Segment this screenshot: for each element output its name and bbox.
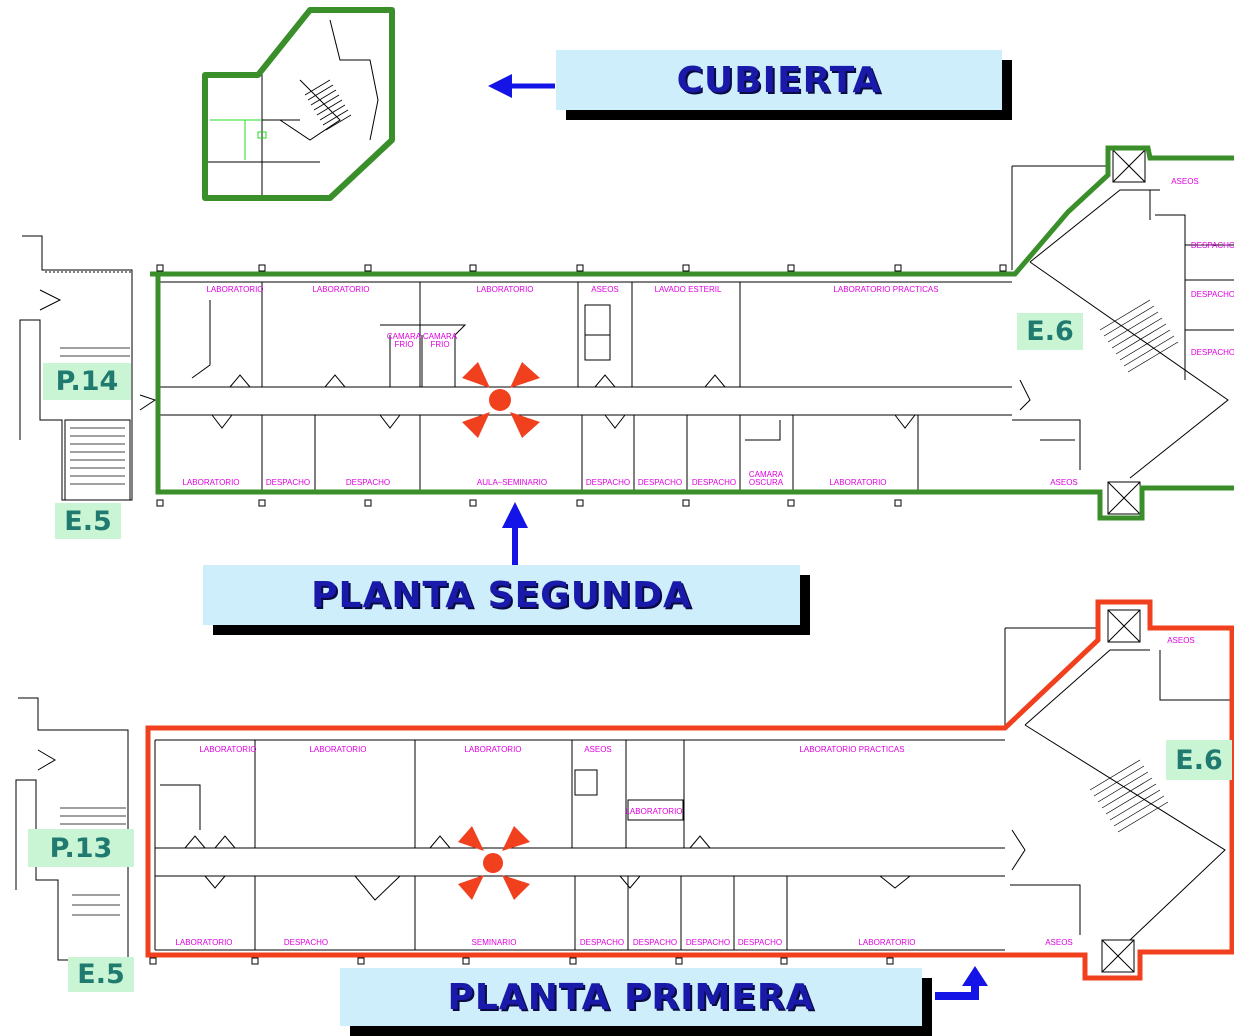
room-label: AULA–SEMINARIO	[477, 478, 547, 487]
tag-e6-bottom: E.6	[1166, 740, 1232, 780]
room-label: ASEOS	[1167, 636, 1195, 645]
first-floor-outline	[145, 599, 1234, 981]
room-label: LABORATORIO	[206, 285, 263, 294]
roof-outline	[202, 7, 395, 201]
location-marker-first-floor	[458, 826, 530, 900]
room-label: ASEOS	[1045, 938, 1073, 947]
room-label: DESPACHO	[586, 478, 630, 487]
room-label: SEMINARIO	[472, 938, 517, 947]
second-floor-room-labels: LABORATORIO LABORATORIO LABORATORIO ASEO…	[182, 177, 1234, 487]
title-planta-segunda-text: PLANTA SEGUNDA	[311, 574, 692, 616]
tag-e5-bottom: E.5	[68, 957, 134, 992]
title-cubierta-text: CUBIERTA	[676, 59, 882, 101]
room-label: ASEOS	[1050, 478, 1078, 487]
tag-p13: P.13	[28, 829, 134, 867]
room-label: ASEOS	[591, 285, 619, 294]
room-label: DESPACHO	[633, 938, 677, 947]
room-label: LABORATORIO	[625, 807, 682, 816]
room-label: FRIO	[430, 340, 449, 349]
room-label: DESPACHO	[686, 938, 730, 947]
room-label: LABORATORIO	[175, 938, 232, 947]
room-label: DESPACHO	[638, 478, 682, 487]
room-label: DESPACHO	[580, 938, 624, 947]
title-planta-segunda: PLANTA SEGUNDA	[203, 565, 800, 625]
room-label: LABORATORIO PRACTICAS	[833, 285, 938, 294]
room-label: FRIO	[394, 340, 413, 349]
second-floor-outline-south	[155, 274, 1234, 521]
arrow-to-second-floor	[502, 502, 528, 565]
arrow-to-roof	[488, 74, 555, 98]
room-label: ASEOS	[584, 745, 612, 754]
first-floor-room-labels: LABORATORIO LABORATORIO LABORATORIO ASEO…	[175, 636, 1194, 947]
room-label: DESPACHO	[1191, 348, 1234, 357]
room-label: DESPACHO	[284, 938, 328, 947]
room-label: CAMARA	[749, 470, 784, 479]
room-label: LABORATORIO	[829, 478, 886, 487]
first-floor-plan	[15, 609, 1234, 973]
room-label: LAVADO ESTERIL	[655, 285, 722, 294]
room-label: LABORATORIO	[309, 745, 366, 754]
tag-e5-top: E.5	[55, 503, 121, 539]
tag-p14: P.14	[43, 363, 131, 400]
room-label: CAMARA	[387, 332, 422, 341]
room-label: CAMARA	[423, 332, 458, 341]
title-planta-primera: PLANTA PRIMERA	[340, 968, 922, 1026]
room-label: LABORATORIO	[476, 285, 533, 294]
title-planta-primera-text: PLANTA PRIMERA	[447, 976, 815, 1018]
roof-plan	[205, 19, 379, 195]
room-label: OSCURA	[749, 478, 784, 487]
second-floor-outline	[150, 145, 1234, 277]
room-label: ASEOS	[1171, 177, 1199, 186]
room-label: LABORATORIO	[182, 478, 239, 487]
title-cubierta: CUBIERTA	[556, 50, 1002, 110]
tag-e6-top: E.6	[1017, 313, 1083, 350]
room-label: DESPACHO	[692, 478, 736, 487]
room-label: LABORATORIO	[199, 745, 256, 754]
room-label: DESPACHO	[738, 938, 782, 947]
room-label: DESPACHO	[1191, 241, 1234, 250]
room-label: LABORATORIO PRACTICAS	[799, 745, 904, 754]
room-label: LABORATORIO	[858, 938, 915, 947]
arrow-to-first-floor	[935, 966, 988, 1000]
room-label: LABORATORIO	[312, 285, 369, 294]
room-label: DESPACHO	[1191, 290, 1234, 299]
room-label: LABORATORIO	[464, 745, 521, 754]
location-marker-second-floor	[462, 362, 540, 438]
room-label: DESPACHO	[346, 478, 390, 487]
room-label: DESPACHO	[266, 478, 310, 487]
